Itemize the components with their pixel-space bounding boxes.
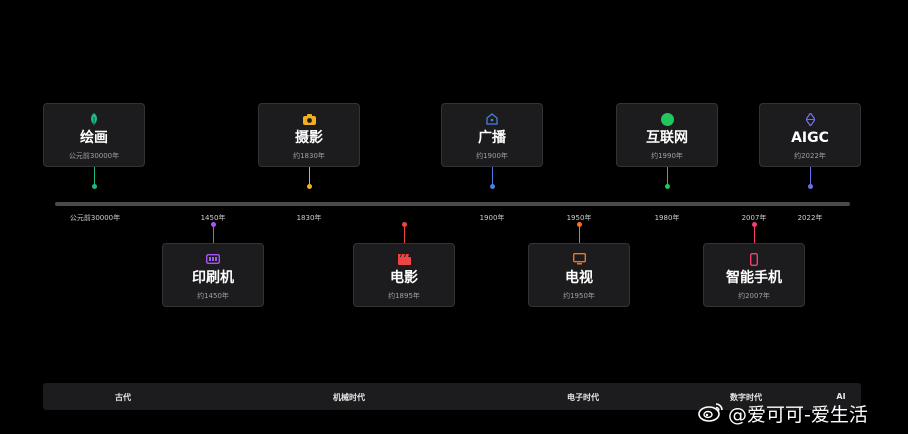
event-card-painting[interactable]: 绘画 公元前30000年 bbox=[43, 103, 145, 167]
event-date: 约1990年 bbox=[651, 152, 683, 160]
event-title: 摄影 bbox=[295, 130, 323, 146]
weibo-icon bbox=[698, 400, 724, 427]
event-title: 广播 bbox=[478, 130, 506, 146]
timeline-dot bbox=[752, 222, 757, 227]
timeline-axis bbox=[55, 202, 850, 206]
connector-line bbox=[579, 226, 580, 243]
tick-label: 1950年 bbox=[566, 214, 592, 222]
leaf-icon bbox=[89, 112, 99, 126]
event-card-radio[interactable]: 广播 约1900年 bbox=[441, 103, 543, 167]
camera-icon bbox=[302, 112, 316, 126]
tick-label: 1450年 bbox=[200, 214, 226, 222]
event-date: 约1450年 bbox=[197, 292, 229, 300]
event-title: 智能手机 bbox=[726, 270, 782, 286]
smartphone-icon bbox=[750, 252, 758, 266]
event-title: AIGC bbox=[791, 130, 829, 146]
globe-icon bbox=[660, 112, 674, 126]
event-title: 互联网 bbox=[646, 130, 688, 146]
era-label: 电子时代 bbox=[567, 393, 599, 402]
event-card-smartphone[interactable]: 智能手机 约2007年 bbox=[703, 243, 805, 307]
event-title: 印刷机 bbox=[192, 270, 234, 286]
event-title: 电视 bbox=[565, 270, 593, 286]
tv-icon bbox=[572, 252, 586, 266]
connector-line bbox=[309, 167, 310, 185]
event-card-film[interactable]: 电影 约1895年 bbox=[353, 243, 455, 307]
event-date: 约2007年 bbox=[738, 292, 770, 300]
connector-line bbox=[754, 226, 755, 243]
connector-line bbox=[213, 226, 214, 243]
event-card-aigc[interactable]: AIGC 约2022年 bbox=[759, 103, 861, 167]
event-date: 约1830年 bbox=[293, 152, 325, 160]
era-label: 数字时代 bbox=[730, 393, 762, 402]
event-date: 约1950年 bbox=[563, 292, 595, 300]
event-card-printing-press[interactable]: 印刷机 约1450年 bbox=[162, 243, 264, 307]
era-bar bbox=[43, 383, 861, 410]
event-card-television[interactable]: 电视 约1950年 bbox=[528, 243, 630, 307]
timeline-dot bbox=[665, 184, 670, 189]
connector-line bbox=[404, 226, 405, 243]
era-label: 机械时代 bbox=[333, 393, 365, 402]
timeline-dot bbox=[808, 184, 813, 189]
printer-icon bbox=[206, 252, 220, 266]
radio-icon bbox=[486, 112, 498, 126]
timeline-dot bbox=[490, 184, 495, 189]
event-card-photography[interactable]: 摄影 约1830年 bbox=[258, 103, 360, 167]
event-date: 约1895年 bbox=[388, 292, 420, 300]
ai-gem-icon bbox=[805, 112, 815, 126]
connector-line bbox=[667, 167, 668, 185]
tick-label: 2007年 bbox=[741, 214, 767, 222]
timeline-dot bbox=[307, 184, 312, 189]
event-title: 绘画 bbox=[80, 130, 108, 146]
event-date: 约1900年 bbox=[476, 152, 508, 160]
watermark: @爱可可-爱生活 bbox=[698, 400, 868, 426]
event-card-internet[interactable]: 互联网 约1990年 bbox=[616, 103, 718, 167]
event-date: 约2022年 bbox=[794, 152, 826, 160]
clapperboard-icon bbox=[397, 252, 411, 266]
tick-label: 2022年 bbox=[797, 214, 823, 222]
connector-line bbox=[94, 167, 95, 185]
event-date: 公元前30000年 bbox=[68, 152, 120, 160]
tick-label: 1900年 bbox=[479, 214, 505, 222]
connector-line bbox=[492, 167, 493, 185]
timeline-dot bbox=[211, 222, 216, 227]
tick-label: 1980年 bbox=[654, 214, 680, 222]
event-title: 电影 bbox=[390, 270, 418, 286]
era-label: AI bbox=[836, 392, 846, 401]
timeline-dot bbox=[577, 222, 582, 227]
watermark-text: @爱可可-爱生活 bbox=[728, 403, 868, 426]
timeline-dot bbox=[402, 222, 407, 227]
tick-label: 1830年 bbox=[296, 214, 322, 222]
timeline-dot bbox=[92, 184, 97, 189]
tick-label: 公元前30000年 bbox=[69, 214, 121, 222]
era-label: 古代 bbox=[115, 393, 131, 402]
connector-line bbox=[810, 167, 811, 185]
